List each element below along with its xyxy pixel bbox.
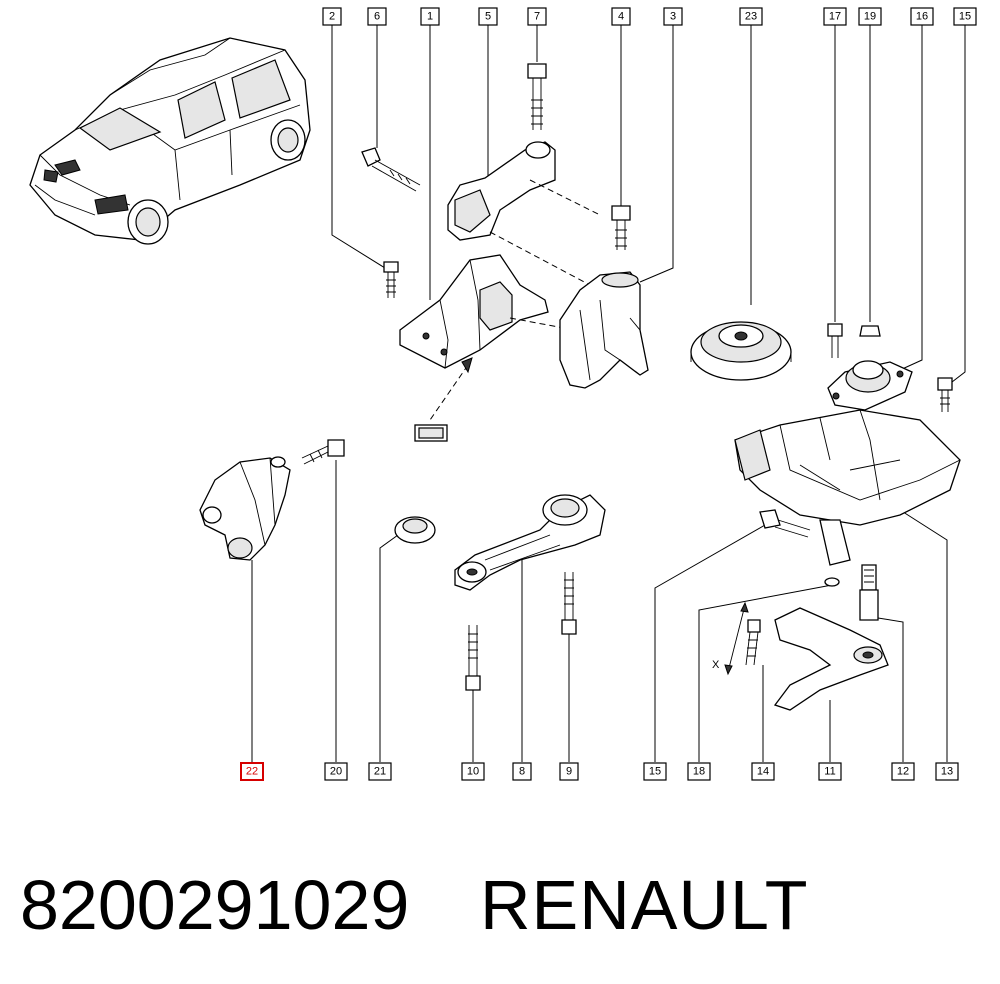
callout-14[interactable]: 14: [751, 762, 775, 781]
tray-13: [734, 409, 961, 566]
callout-10[interactable]: 10: [461, 762, 485, 781]
svg-text:11: 11: [824, 766, 835, 778]
dimension-x-label: X: [712, 659, 720, 671]
top-callouts: 2 6 1 5 7 4 3 23 17 19 16 15: [322, 7, 977, 26]
svg-text:16: 16: [916, 11, 928, 23]
callout-22[interactable]: 22: [240, 762, 264, 781]
callout-15-top[interactable]: 15: [953, 7, 977, 26]
svg-text:12: 12: [897, 766, 909, 778]
lower-bracket-assembly: X: [712, 509, 889, 711]
callout-1[interactable]: 1: [420, 7, 440, 26]
svg-text:5: 5: [485, 11, 491, 23]
vehicle-illustration: [29, 37, 311, 245]
callout-21[interactable]: 21: [368, 762, 392, 781]
brand-name: RENAULT: [480, 866, 809, 944]
callout-8[interactable]: 8: [512, 762, 532, 781]
callout-3[interactable]: 3: [663, 7, 683, 26]
svg-text:22: 22: [246, 766, 258, 778]
svg-text:7: 7: [534, 11, 540, 23]
callout-5[interactable]: 5: [478, 7, 498, 26]
bottom-leader-lines: [251, 460, 948, 762]
callout-9[interactable]: 9: [559, 762, 579, 781]
top-leader-lines: [331, 25, 966, 383]
svg-text:13: 13: [941, 766, 953, 778]
callout-12[interactable]: 12: [891, 762, 915, 781]
bump-stop-23: [690, 321, 792, 381]
callout-15[interactable]: 15: [643, 762, 667, 781]
rear-mount-22-assembly: [199, 439, 345, 561]
svg-text:14: 14: [757, 766, 769, 778]
svg-text:18: 18: [693, 766, 705, 778]
exploded-parts-diagram: X 2 6 1 5 7 4 3 23 17: [29, 7, 977, 781]
svg-text:21: 21: [374, 766, 386, 778]
callout-2[interactable]: 2: [322, 7, 342, 26]
callout-6[interactable]: 6: [367, 7, 387, 26]
callout-17[interactable]: 17: [823, 7, 847, 26]
callout-11[interactable]: 11: [818, 762, 842, 781]
torque-rod-8-assembly: [394, 494, 606, 691]
bottom-callouts: 22 20 21 10 8 9 15 18 14 11 12 13: [240, 762, 959, 781]
svg-text:15: 15: [959, 11, 971, 23]
svg-text:4: 4: [618, 11, 624, 23]
svg-text:19: 19: [864, 11, 876, 23]
svg-text:1: 1: [427, 11, 433, 23]
part-number: 8200291029: [20, 866, 410, 944]
svg-text:23: 23: [745, 11, 757, 23]
callout-19[interactable]: 19: [858, 7, 882, 26]
bracket-3-assembly: [559, 205, 649, 389]
svg-text:6: 6: [374, 11, 380, 23]
upper-engine-mount-assembly: [361, 63, 601, 442]
svg-text:15: 15: [649, 766, 661, 778]
svg-text:2: 2: [329, 11, 335, 23]
callout-16[interactable]: 16: [910, 7, 934, 26]
svg-text:20: 20: [330, 766, 342, 778]
right-mount-assembly: [827, 323, 953, 412]
callout-4[interactable]: 4: [611, 7, 631, 26]
svg-text:10: 10: [467, 766, 479, 778]
svg-text:9: 9: [566, 766, 572, 778]
svg-text:8: 8: [519, 766, 525, 778]
footer: 8200291029 RENAULT: [0, 860, 1000, 950]
callout-18[interactable]: 18: [687, 762, 711, 781]
callout-7[interactable]: 7: [527, 7, 547, 26]
callout-23[interactable]: 23: [739, 7, 763, 26]
svg-text:17: 17: [829, 11, 841, 23]
callout-13[interactable]: 13: [935, 762, 959, 781]
callout-20[interactable]: 20: [324, 762, 348, 781]
svg-text:3: 3: [670, 11, 676, 23]
